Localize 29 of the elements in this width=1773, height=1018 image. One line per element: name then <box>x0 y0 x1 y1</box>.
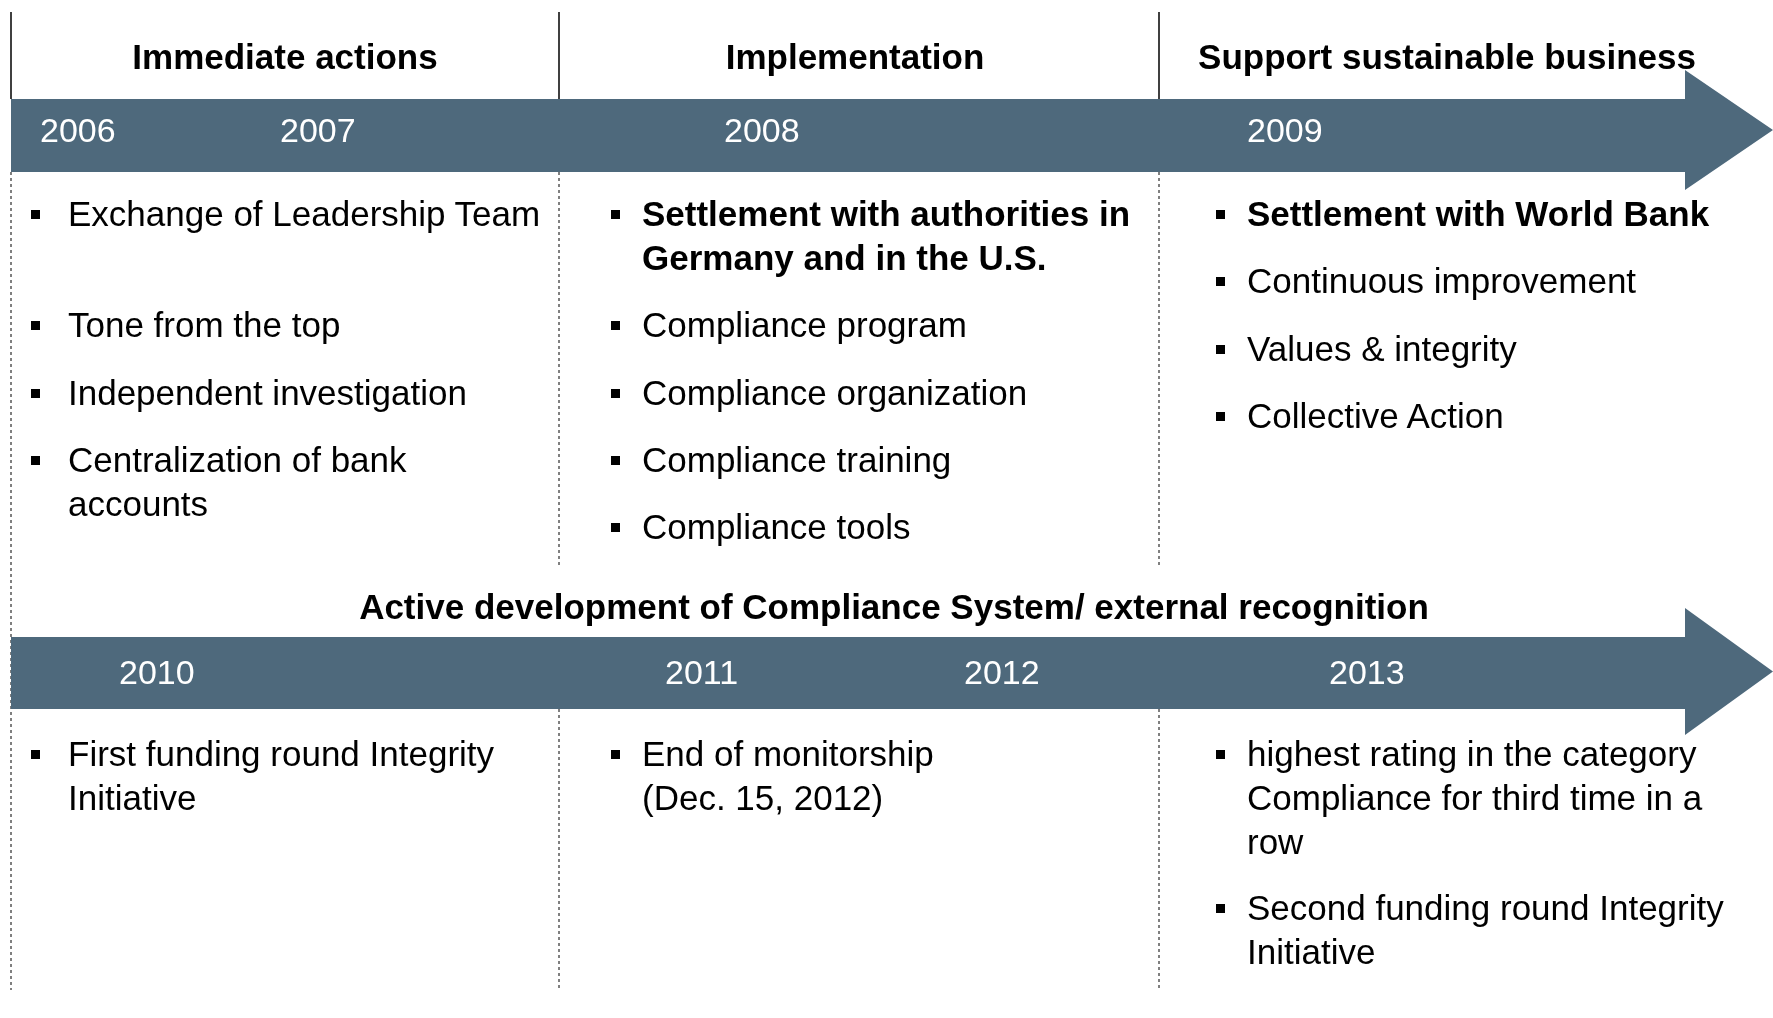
section-heading: Active development of Compliance System/ external recognition <box>359 587 1429 627</box>
bullet-text: Compliance program <box>642 304 968 346</box>
bullet-text: Collective Action <box>1247 395 1505 437</box>
bullet-text: highest rating in the category Compliance for third time in a row <box>1247 733 1704 863</box>
bullet-text: First funding round Integrity Initiative <box>68 733 496 819</box>
bullet-text: Compliance training <box>642 439 953 481</box>
year-label: 2006 <box>40 110 116 150</box>
bullet-text: Independent investigation <box>68 372 468 414</box>
year-label: 2009 <box>1247 110 1323 150</box>
year-label: 2008 <box>724 110 800 150</box>
bullet-text: Tone from the top <box>68 304 342 346</box>
bullet-text: Centralization of bank accounts <box>68 439 408 525</box>
year-label: 2011 <box>665 651 739 692</box>
section-heading: Implementation <box>725 37 985 77</box>
bullet-text: Compliance tools <box>642 506 912 548</box>
section-heading: Support sustainable business <box>1198 37 1696 77</box>
year-label: 2013 <box>1329 651 1405 692</box>
bullet-text: Values & integrity <box>1247 328 1518 370</box>
bullet-text: Continuous improvement <box>1247 260 1638 302</box>
bullet-text: Settlement with authorities in Germany and in the U.S. <box>642 193 1132 279</box>
section-heading: Immediate actions <box>132 37 438 77</box>
year-label: 2012 <box>964 651 1040 692</box>
bullet-text: Settlement with World Bank <box>1247 193 1711 235</box>
year-label: 2010 <box>119 651 195 692</box>
bullet-text: End of monitorship (Dec. 15, 2012) <box>642 733 935 819</box>
bullet-text: Exchange of Leadership Team <box>68 193 542 235</box>
bullet-text: Compliance organization <box>642 372 1029 414</box>
year-label: 2007 <box>280 110 356 150</box>
bullet-text: Second funding round Integrity Initiative <box>1247 887 1725 973</box>
